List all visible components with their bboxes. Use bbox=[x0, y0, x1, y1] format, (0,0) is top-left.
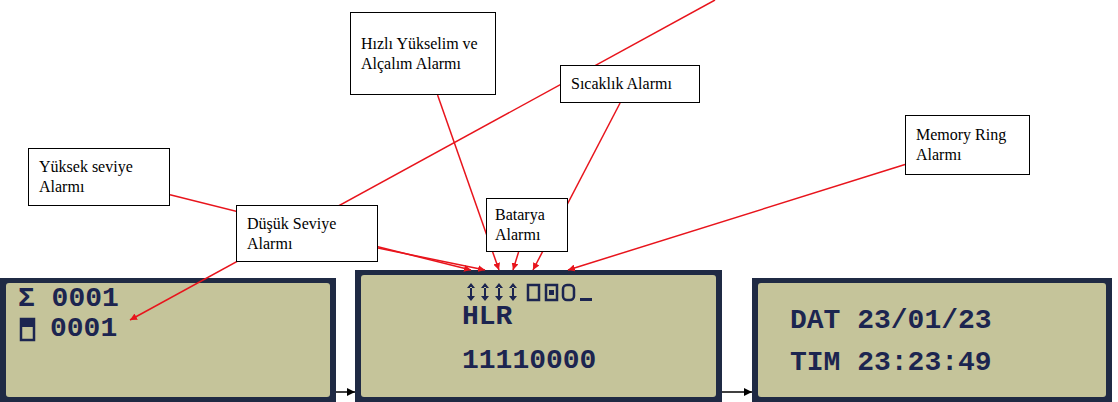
alarm-leader bbox=[378, 248, 485, 270]
lcd-readout: HLR bbox=[462, 302, 512, 332]
callout-text: Sıcaklık Alarmı bbox=[571, 74, 689, 94]
alarm-icon bbox=[580, 298, 592, 301]
lcd-icon bbox=[21, 319, 34, 340]
lcd-readout: TIM 23:23:49 bbox=[790, 348, 992, 378]
alarm-icon bbox=[546, 285, 557, 300]
leader-line bbox=[130, 0, 715, 320]
lcd-bezel bbox=[0, 278, 336, 402]
lcd-glass bbox=[361, 275, 716, 397]
lcd-readout: Σ 0001 bbox=[18, 284, 119, 314]
alarm-leader bbox=[513, 252, 519, 270]
alarm-leader bbox=[170, 195, 471, 270]
callout-text: Düşük Seviye Alarmı bbox=[247, 214, 367, 254]
alarm-icon bbox=[549, 290, 554, 295]
callout-text: Yüksek seviye Alarmı bbox=[39, 157, 159, 197]
callout-box: Batarya Alarmı bbox=[486, 198, 568, 252]
callout-text: Batarya Alarmı bbox=[495, 205, 559, 245]
level-arrow-icon bbox=[509, 283, 517, 301]
callout-box: Hızlı Yükselim ve Alçalım Alarmı bbox=[350, 12, 496, 95]
lcd-screen: DAT 23/01/23TIM 23:23:49 bbox=[752, 278, 1112, 402]
callout-text: Memory Ring Alarmı bbox=[916, 125, 1019, 165]
alarm-icon bbox=[563, 285, 574, 300]
lcd-bezel bbox=[752, 278, 1112, 402]
alarm-icon bbox=[528, 285, 539, 300]
alarm-leader bbox=[568, 165, 905, 270]
lcd-readout: 11110000 bbox=[462, 346, 596, 376]
callout-box: Sıcaklık Alarmı bbox=[560, 65, 700, 103]
lcd-screen: Σ 00010001 bbox=[0, 278, 336, 402]
lcd-bezel bbox=[355, 270, 722, 402]
alarm-icon-row bbox=[467, 283, 592, 301]
lcd-glass bbox=[6, 283, 330, 397]
level-arrow-icon bbox=[481, 283, 489, 301]
callout-box: Düşük Seviye Alarmı bbox=[236, 205, 378, 262]
sequence-arrow bbox=[336, 391, 355, 393]
level-arrow-icon bbox=[467, 283, 475, 301]
lcd-icon bbox=[21, 319, 34, 327]
lcd-glass bbox=[758, 283, 1106, 397]
lcd-readout: 0001 bbox=[50, 314, 117, 344]
callout-box: Memory Ring Alarmı bbox=[905, 115, 1030, 175]
level-arrow-icon bbox=[495, 283, 503, 301]
callout-box: Yüksek seviye Alarmı bbox=[28, 148, 170, 206]
lcd-readout: DAT 23/01/23 bbox=[790, 306, 992, 336]
sequence-arrow bbox=[722, 391, 752, 393]
callout-text: Hızlı Yükselim ve Alçalım Alarmı bbox=[361, 34, 485, 74]
lcd-screen: HLR 11110000 bbox=[355, 270, 722, 402]
